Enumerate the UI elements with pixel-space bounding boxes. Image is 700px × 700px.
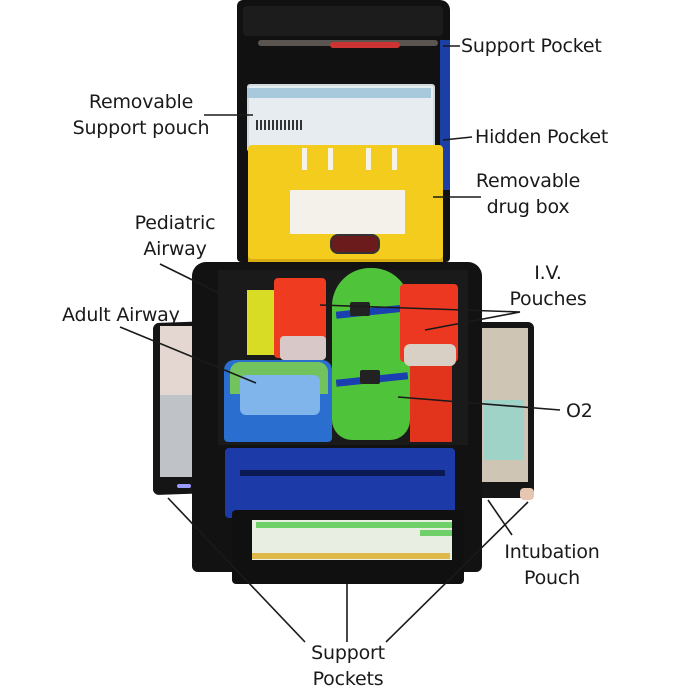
bottom-pocket-item bbox=[252, 553, 450, 559]
label-line: Support bbox=[311, 642, 385, 664]
label-line: Pouch bbox=[524, 567, 580, 589]
drug-box-tab bbox=[392, 148, 397, 170]
bottom-pocket-item bbox=[256, 522, 452, 528]
label-line: Adult Airway bbox=[62, 304, 180, 326]
label-pediatric-airway: Pediatric Airway bbox=[128, 210, 222, 262]
front-pocket-zipper bbox=[240, 470, 445, 476]
lid-blue-trim bbox=[440, 40, 450, 190]
red-pouch-lower bbox=[410, 360, 452, 442]
label-line: Support Pocket bbox=[461, 35, 602, 57]
tourniquet-bundle bbox=[404, 344, 456, 366]
label-iv-pouches: I.V. Pouches bbox=[500, 260, 596, 312]
iv-pouch-left-contents bbox=[280, 336, 326, 360]
o2-cylinder-bag bbox=[332, 268, 410, 440]
support-pocket-contents bbox=[330, 42, 400, 48]
bottom-pocket-item bbox=[420, 530, 452, 536]
drug-box-tab bbox=[328, 148, 333, 170]
label-line: Removable bbox=[475, 170, 581, 192]
label-intubation-pouch: Intubation Pouch bbox=[496, 539, 608, 591]
label-o2: O2 bbox=[566, 398, 593, 424]
brand-logo-icon bbox=[330, 234, 380, 254]
label-line: O2 bbox=[566, 400, 593, 422]
drug-box-tab bbox=[302, 148, 307, 170]
front-pocket bbox=[225, 448, 455, 518]
adult-airway-contents bbox=[240, 375, 320, 415]
label-hidden-pocket: Hidden Pocket bbox=[475, 124, 608, 150]
label-removable-drug-box: Removable drug box bbox=[466, 168, 590, 220]
label-line: I.V. bbox=[534, 262, 562, 284]
label-support-pockets: Support Pockets bbox=[300, 640, 396, 692]
label-line: Intubation bbox=[504, 541, 600, 563]
left-reflective-tab bbox=[177, 484, 191, 488]
label-support-pocket: Support Pocket bbox=[461, 33, 602, 59]
label-line: Support pouch bbox=[72, 117, 210, 139]
label-line: Pouches bbox=[509, 288, 587, 310]
label-line: Hidden Pocket bbox=[475, 126, 609, 148]
right-zipper-pull bbox=[520, 488, 534, 500]
label-line: Pediatric bbox=[134, 212, 216, 234]
drug-box-tab bbox=[366, 148, 371, 170]
barcode-icon bbox=[256, 120, 302, 130]
intubation-contents bbox=[484, 400, 524, 460]
buckle-icon bbox=[350, 302, 370, 316]
lid-top-panel bbox=[243, 6, 443, 36]
label-line: drug box bbox=[486, 196, 570, 218]
label-line: Pockets bbox=[312, 668, 384, 690]
label-adult-airway: Adult Airway bbox=[62, 302, 180, 328]
label-line: Removable bbox=[88, 91, 194, 113]
pediatric-airway-pouch bbox=[247, 290, 275, 355]
buckle-icon bbox=[360, 370, 380, 384]
label-line: Airway bbox=[143, 238, 207, 260]
drug-box-label-window bbox=[290, 190, 405, 234]
label-removable-support-pouch: Removable Support pouch bbox=[66, 89, 216, 141]
support-pouch-label-band bbox=[247, 88, 431, 98]
